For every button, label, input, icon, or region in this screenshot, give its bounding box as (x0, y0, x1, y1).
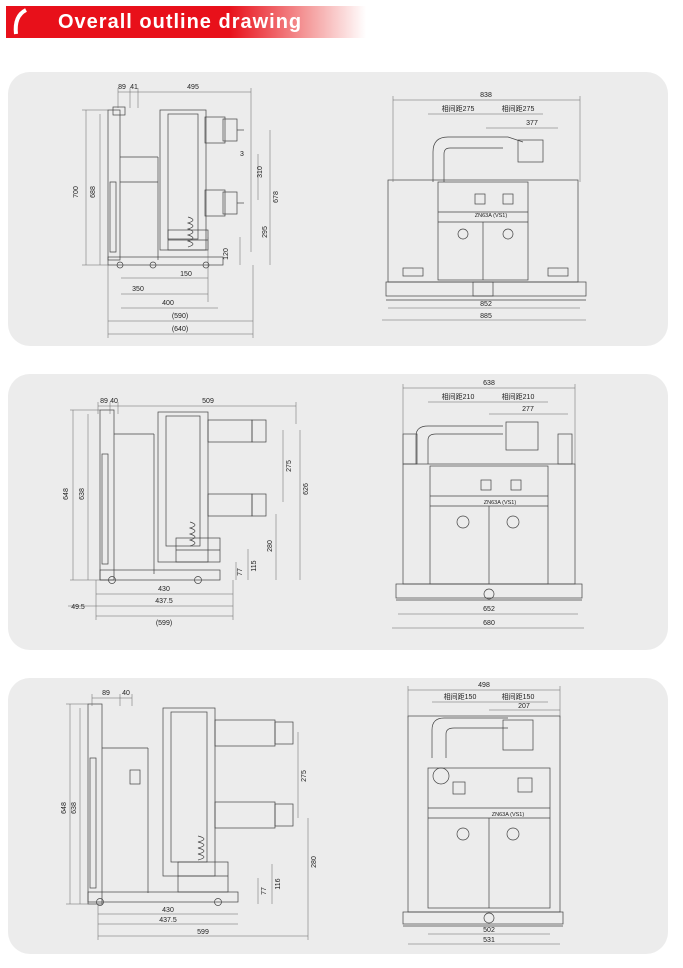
drawing-panel-3: 89 40 648 638 275 280 77 116 430 437.5 5… (61, 682, 564, 945)
dim-label: 相间距275 (442, 104, 475, 113)
dim-label: 648 (61, 802, 68, 814)
dim-label: 885 (480, 313, 492, 320)
dim-label: 275 (301, 770, 308, 782)
dim-label: 207 (518, 703, 530, 710)
dim-label: 678 (273, 191, 280, 203)
panel-2: 89 40 509 648 638 275 626 280 115 77 49.… (8, 374, 668, 650)
dim-label: 509 (202, 398, 214, 405)
section-header: Overall outline drawing (6, 6, 366, 38)
dim-label: 437.5 (155, 598, 173, 605)
dim-label: 852 (480, 301, 492, 308)
dim-label: 400 (162, 300, 174, 307)
dim-label: 相间距150 (502, 692, 535, 701)
dim-label: 350 (132, 286, 144, 293)
dim-label: 430 (158, 586, 170, 593)
dim-label: (599) (156, 620, 172, 627)
dim-label: 638 (483, 380, 495, 387)
dim-label: 502 (483, 927, 495, 934)
dim-label: 277 (522, 406, 534, 413)
drawing-panel-1: 89 41 495 700 688 3 310 678 295 120 150 … (73, 84, 587, 338)
front-view-2 (395, 421, 583, 601)
dim-label: 116 (275, 878, 282, 889)
drawing-panel-2: 89 40 509 648 638 275 626 280 115 77 49.… (63, 380, 584, 629)
dim-label: (640) (172, 326, 188, 333)
nameplate-label: ZN63A (VS1) (492, 812, 525, 818)
dim-label: 280 (311, 856, 318, 868)
page-title: Overall outline drawing (58, 11, 303, 33)
front-view-3 (402, 715, 564, 927)
dim-label: 430 (162, 907, 174, 914)
nameplate-label: ZN63A (VS1) (484, 500, 517, 506)
dim-label: 相间距210 (502, 392, 535, 401)
dim-label: 688 (90, 186, 97, 198)
dim-label: 310 (257, 166, 264, 178)
dim-label: 295 (262, 226, 269, 238)
dim-label: 3 (240, 151, 244, 158)
dim-label: 599 (197, 929, 209, 936)
dim-label: 89 (100, 398, 108, 405)
dim-label: 498 (478, 682, 490, 689)
dim-label: 275 (286, 460, 293, 472)
dim-label: 120 (223, 248, 230, 260)
dim-label: 437.5 (159, 917, 177, 924)
dim-label: 638 (71, 802, 78, 814)
dim-label: 648 (63, 488, 70, 500)
side-view-1 (107, 106, 244, 269)
dim-label: 377 (526, 120, 538, 127)
front-view-1 (385, 136, 587, 301)
dim-label: 40 (122, 690, 130, 697)
dim-label: 652 (483, 606, 495, 613)
dim-label: 280 (267, 540, 274, 552)
header-badge (6, 6, 38, 38)
side-view-2 (99, 409, 267, 584)
dim-label: 638 (79, 488, 86, 500)
dim-label: 495 (187, 84, 199, 91)
dim-label: 40 (110, 398, 118, 405)
panel-3: 89 40 648 638 275 280 77 116 430 437.5 5… (8, 678, 668, 954)
dim-label: 77 (261, 887, 268, 895)
side-view-3 (87, 703, 294, 906)
dim-label: 626 (303, 483, 310, 495)
badge-swoosh-icon (13, 8, 28, 35)
dim-label: 89 (118, 84, 126, 91)
dim-label: 150 (180, 271, 192, 278)
dim-label: 相间距150 (444, 692, 477, 701)
dim-label: (590) (172, 313, 188, 320)
dim-label: 相间距210 (442, 392, 475, 401)
dim-label: 115 (251, 560, 258, 571)
header-bar (6, 6, 366, 38)
dim-label: 838 (480, 92, 492, 99)
panel-1: 89 41 495 700 688 3 310 678 295 120 150 … (8, 72, 668, 346)
dim-label: 700 (73, 186, 80, 198)
dim-label: 相间距275 (502, 104, 535, 113)
dim-label: 77 (237, 568, 244, 576)
dim-label: 531 (483, 937, 495, 944)
dim-label: 89 (102, 690, 110, 697)
nameplate-label: ZN63A (VS1) (475, 213, 508, 219)
dim-label: 680 (483, 620, 495, 627)
dim-label: 49.5 (71, 604, 85, 611)
dim-label: 41 (130, 84, 138, 91)
